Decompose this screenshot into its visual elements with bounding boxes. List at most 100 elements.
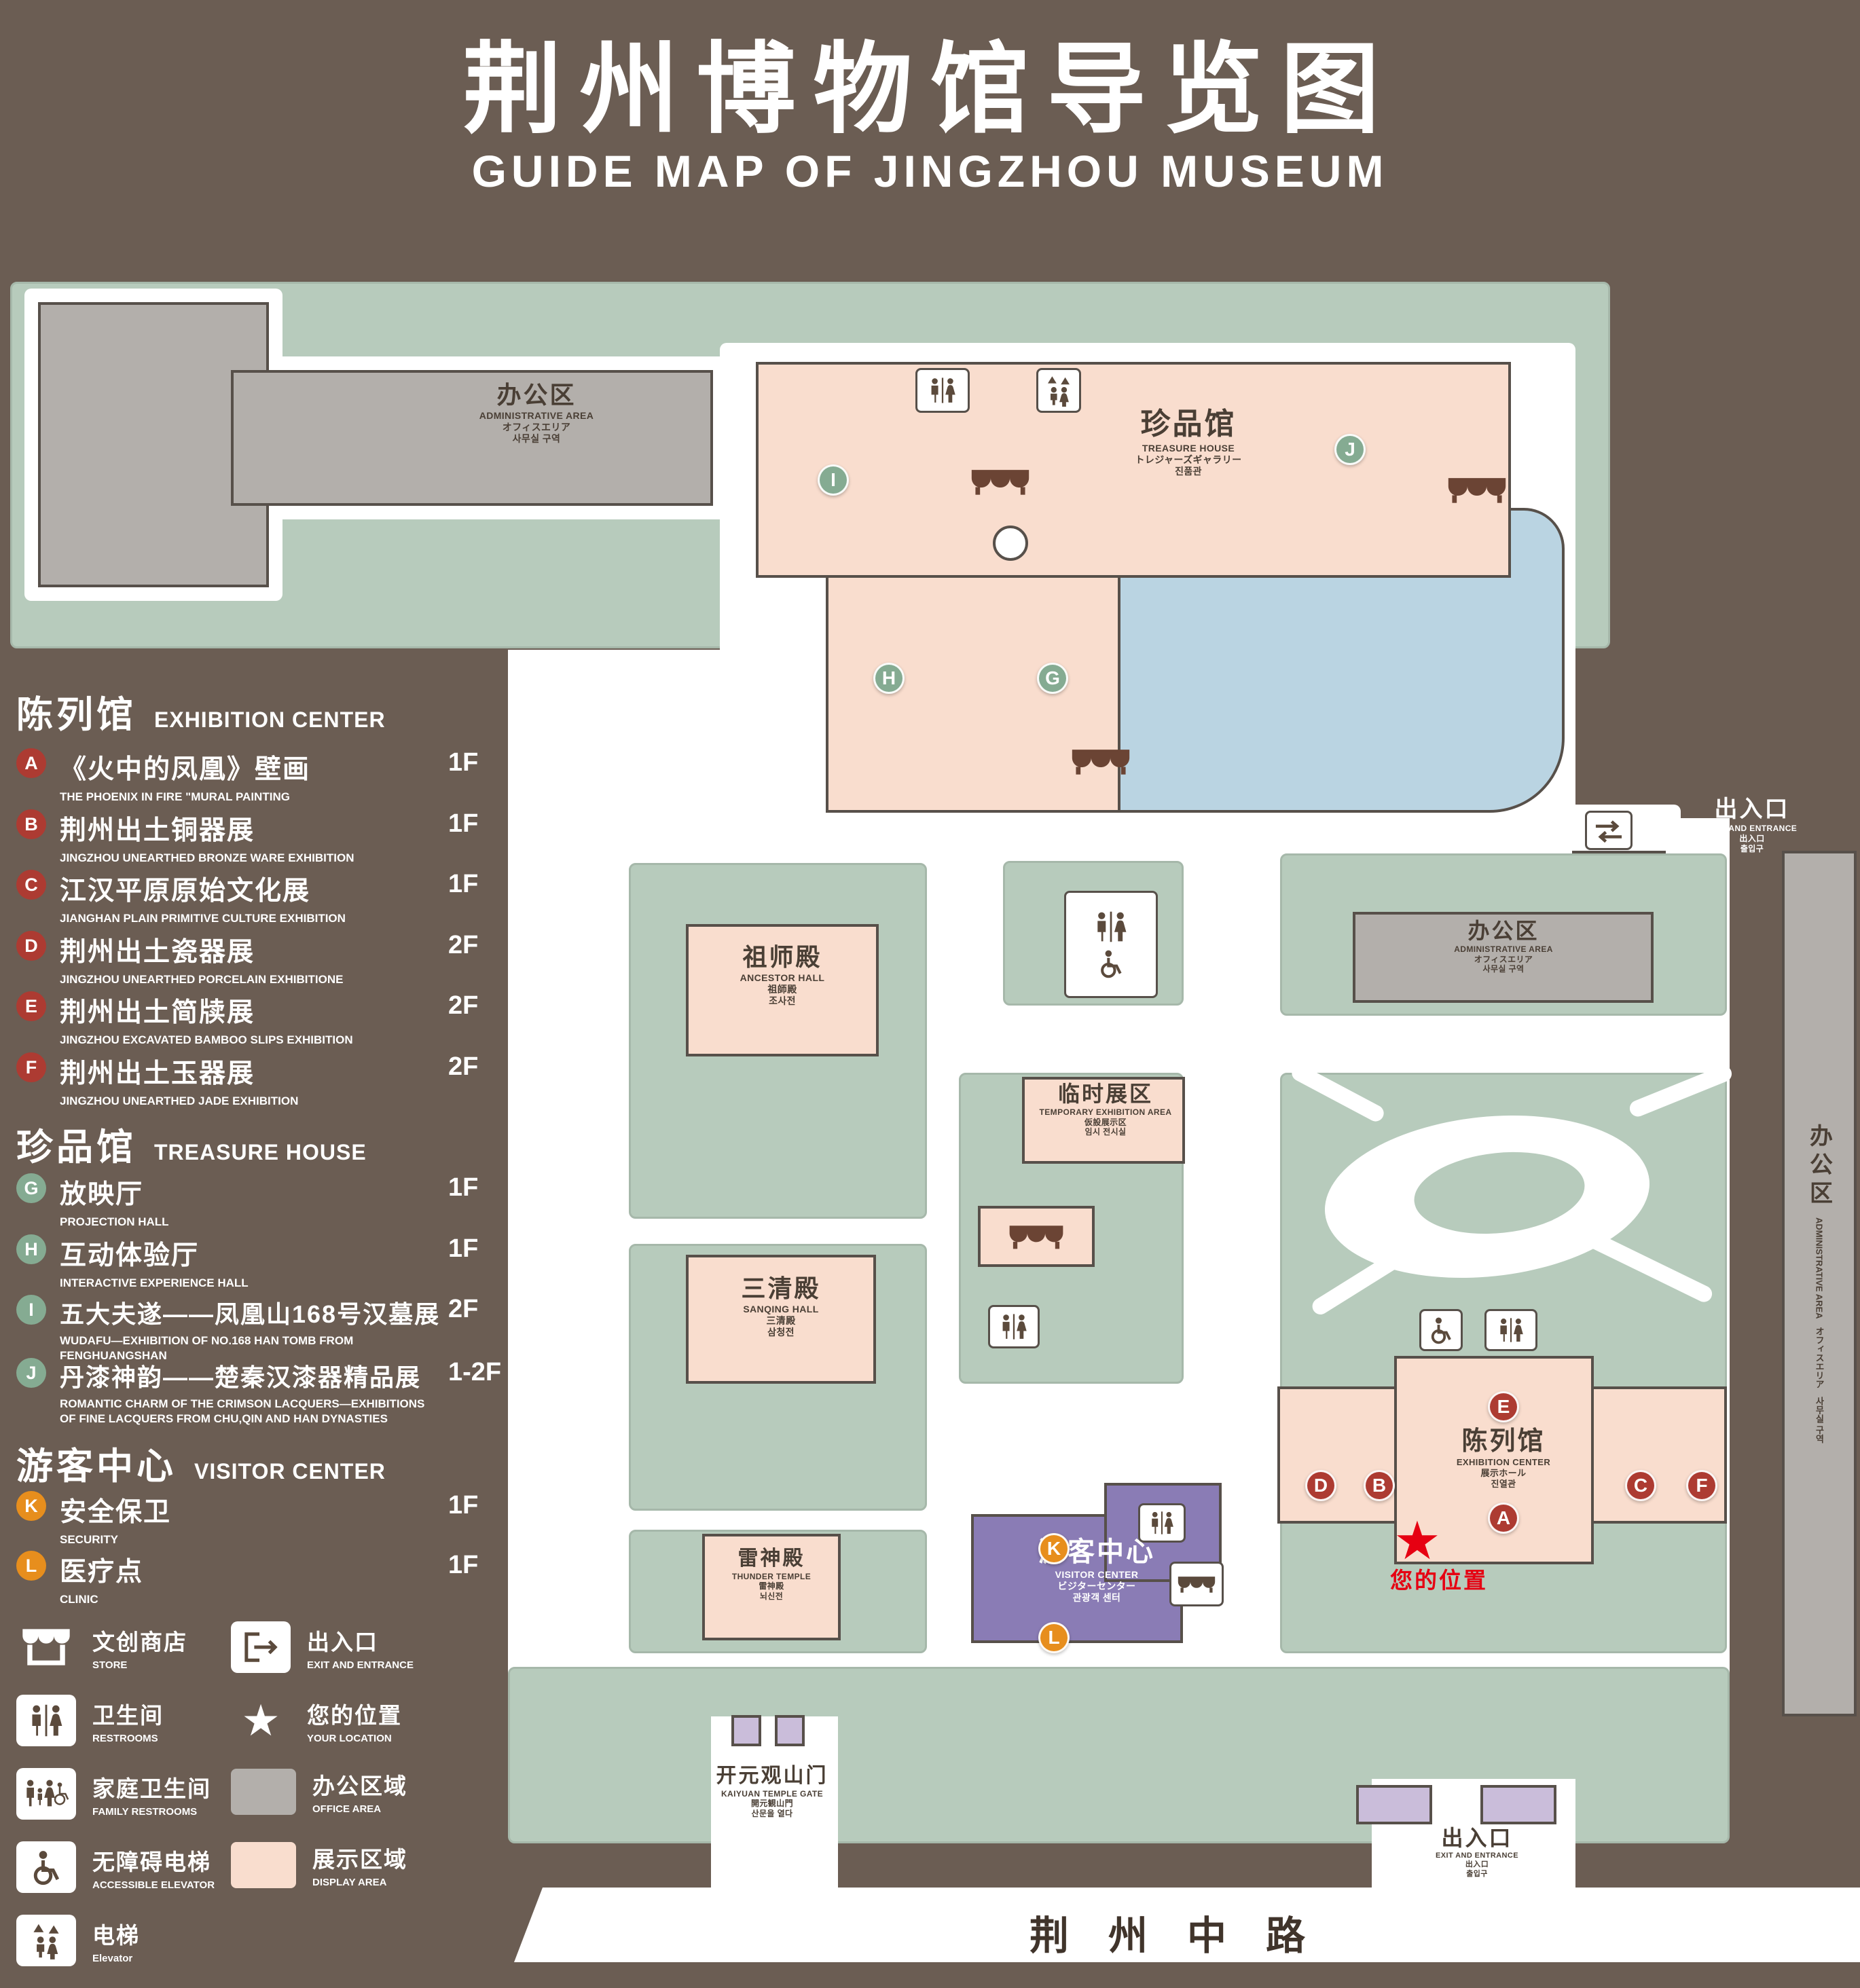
restroom-icon bbox=[924, 377, 961, 404]
section-visitor-center: 游客中心 VISITOR CENTER bbox=[16, 1446, 386, 1487]
restroom-icon bbox=[996, 1313, 1032, 1340]
ancestor-hall-label: 祖师殿 ANCESTOR HALL 祖師殿 조사전 bbox=[740, 943, 825, 1007]
legend-item-i: I 五大夫遂——凤凰山168号汉墓展 WUDAFU—EXHIBITION OF … bbox=[16, 1295, 503, 1363]
legend-item-b: B 荆州出土铜器展 JINGZHOU UNEARTHED BRONZE WARE… bbox=[16, 809, 503, 866]
marker-a: A bbox=[16, 748, 46, 778]
restroom-icon bbox=[1146, 1511, 1178, 1535]
marker-j: J bbox=[16, 1358, 46, 1388]
exhibition-restroom bbox=[1484, 1309, 1537, 1351]
office-right-label: 办公区 ADMINISTRATIVE AREA オフィスエリア 사무실 구역 bbox=[1806, 1123, 1832, 1444]
exhibition-accessible-elevator bbox=[1419, 1309, 1463, 1351]
marker-k: K bbox=[16, 1491, 46, 1521]
gate-building-left bbox=[731, 1715, 761, 1746]
store-icon-temporary bbox=[1008, 1223, 1065, 1250]
map-marker-j: J bbox=[1334, 434, 1366, 465]
road: 荆州中路 bbox=[514, 1888, 1860, 1962]
temporary-store-kiosk bbox=[978, 1206, 1095, 1267]
page-title: 荆州博物馆导览图 bbox=[462, 34, 1398, 145]
legend-item-c: C 江汉平原原始文化展 JIANGHAN PLAIN PRIMITIVE CUL… bbox=[16, 870, 503, 926]
display-area-swatch bbox=[231, 1841, 296, 1888]
family-restroom-icon bbox=[16, 1768, 76, 1820]
treasure-restroom bbox=[915, 368, 970, 413]
store-icon-treasure-2 bbox=[1446, 475, 1508, 504]
section-exhibition-center: 陈列馆 EXHIBITION CENTER bbox=[16, 695, 386, 735]
office-area-swatch bbox=[231, 1768, 296, 1815]
legend-item-a: A 《火中的凤凰》壁画 THE PHOENIX IN FIRE "MURAL P… bbox=[16, 748, 503, 805]
location-star-icon: ★ bbox=[241, 1696, 280, 1745]
exhibition-label: 陈列馆 EXHIBITION CENTER 展示ホール 진열관 bbox=[1456, 1427, 1551, 1490]
map-marker-f: F bbox=[1686, 1470, 1717, 1501]
marker-c: C bbox=[16, 870, 46, 900]
treasure-elevator bbox=[1036, 368, 1081, 413]
your-location-star: ★ bbox=[1393, 1511, 1441, 1570]
visitor-center-label: 游客中心 VISITOR CENTER ビジターセンター 관광객 센터 bbox=[1038, 1537, 1155, 1603]
sanqing-label: 三清殿 SANQING HALL 三清殿 삼청전 bbox=[741, 1274, 821, 1338]
marker-d: D bbox=[16, 931, 46, 961]
gate-label: 开元观山门 KAIYUAN TEMPLE GATE 開元観山門 산문을 열다 bbox=[716, 1765, 828, 1818]
mid-office-building bbox=[1353, 912, 1654, 1003]
page-subtitle: GUIDE MAP OF JINGZHOU MUSEUM bbox=[471, 146, 1389, 196]
office-right-strip bbox=[1782, 851, 1857, 1716]
map-marker-l: L bbox=[1038, 1622, 1070, 1653]
section-treasure-house: 珍品馆 TREASURE HOUSE bbox=[16, 1127, 367, 1168]
map-marker-a: A bbox=[1488, 1503, 1519, 1534]
map-marker-d: D bbox=[1305, 1470, 1336, 1501]
store-icon-treasure-1 bbox=[970, 467, 1031, 496]
marker-e: E bbox=[16, 991, 46, 1021]
map-marker-c: C bbox=[1625, 1470, 1656, 1501]
thunder-label: 雷神殿 THUNDER TEMPLE 雷神殿 뇌신전 bbox=[731, 1547, 812, 1601]
gate-building-right bbox=[775, 1715, 805, 1746]
restroom-icon bbox=[16, 1695, 76, 1746]
legend-item-d: D 荆州出土瓷器展 JINGZHOU UNEARTHED PORCELAIN E… bbox=[16, 931, 503, 987]
mid-office-label: 办公区 ADMINISTRATIVE AREA オフィスエリア 사무실 구역 bbox=[1454, 919, 1553, 974]
south-exit-building-left bbox=[1356, 1785, 1432, 1824]
your-location-label: 您的位置 bbox=[1390, 1568, 1488, 1593]
thunder-building bbox=[702, 1534, 841, 1640]
accessible-elevator-icon bbox=[1427, 1316, 1455, 1344]
ne-exit-arrows bbox=[1585, 811, 1633, 850]
exit-icon bbox=[231, 1621, 291, 1673]
marker-g: G bbox=[16, 1173, 46, 1203]
restroom-icon bbox=[1494, 1317, 1528, 1343]
temporary-building bbox=[1022, 1077, 1185, 1164]
legend-item-f: F 荆州出土玉器展 JINGZHOU UNEARTHED JADE EXHIBI… bbox=[16, 1052, 503, 1109]
legend-item-j: J 丹漆神韵——楚秦汉漆器精品展 ROMANTIC CHARM OF THE C… bbox=[16, 1358, 503, 1426]
map-marker-k: K bbox=[1038, 1533, 1070, 1564]
legend-item-l: L 医疗点 CLINIC 1F bbox=[16, 1551, 503, 1607]
central-restroom-panel bbox=[1064, 891, 1158, 998]
visitor-restroom bbox=[1138, 1503, 1186, 1543]
marker-f: F bbox=[16, 1052, 46, 1082]
south-exit-building-right bbox=[1480, 1785, 1556, 1824]
elevator-icon bbox=[16, 1915, 76, 1966]
legend-item-k: K 安全保卫 SECURITY 1F bbox=[16, 1491, 503, 1547]
map-marker-e: E bbox=[1488, 1391, 1519, 1422]
marker-l: L bbox=[16, 1551, 46, 1581]
ne-exit-label: 出入口 EXIT AND ENTRANCE 出入口 출입구 bbox=[1707, 796, 1798, 853]
restroom-icon bbox=[1090, 910, 1132, 943]
road-name: 荆州中路 bbox=[1029, 1914, 1345, 1958]
office-top-building bbox=[38, 302, 269, 587]
exit-arrows-icon bbox=[1591, 817, 1626, 844]
map-marker-g: G bbox=[1037, 663, 1068, 694]
office-top-building-wing bbox=[231, 370, 713, 506]
marker-h: H bbox=[16, 1234, 46, 1264]
marker-i: I bbox=[16, 1295, 46, 1325]
map-marker-h: H bbox=[873, 663, 905, 694]
south-exit-label: 出入口 EXIT AND ENTRANCE 出入口 출입구 bbox=[1436, 1826, 1518, 1878]
temporary-restroom bbox=[988, 1305, 1040, 1348]
treasure-house-main bbox=[756, 362, 1511, 578]
visitor-store bbox=[1169, 1562, 1224, 1606]
legend-item-g: G 放映厅 PROJECTION HALL 1F bbox=[16, 1173, 503, 1230]
fountain bbox=[993, 526, 1028, 561]
treasure-house-wing bbox=[826, 575, 1120, 813]
elevator-icon bbox=[1043, 374, 1074, 407]
store-icon-treasure-3 bbox=[1070, 747, 1131, 775]
